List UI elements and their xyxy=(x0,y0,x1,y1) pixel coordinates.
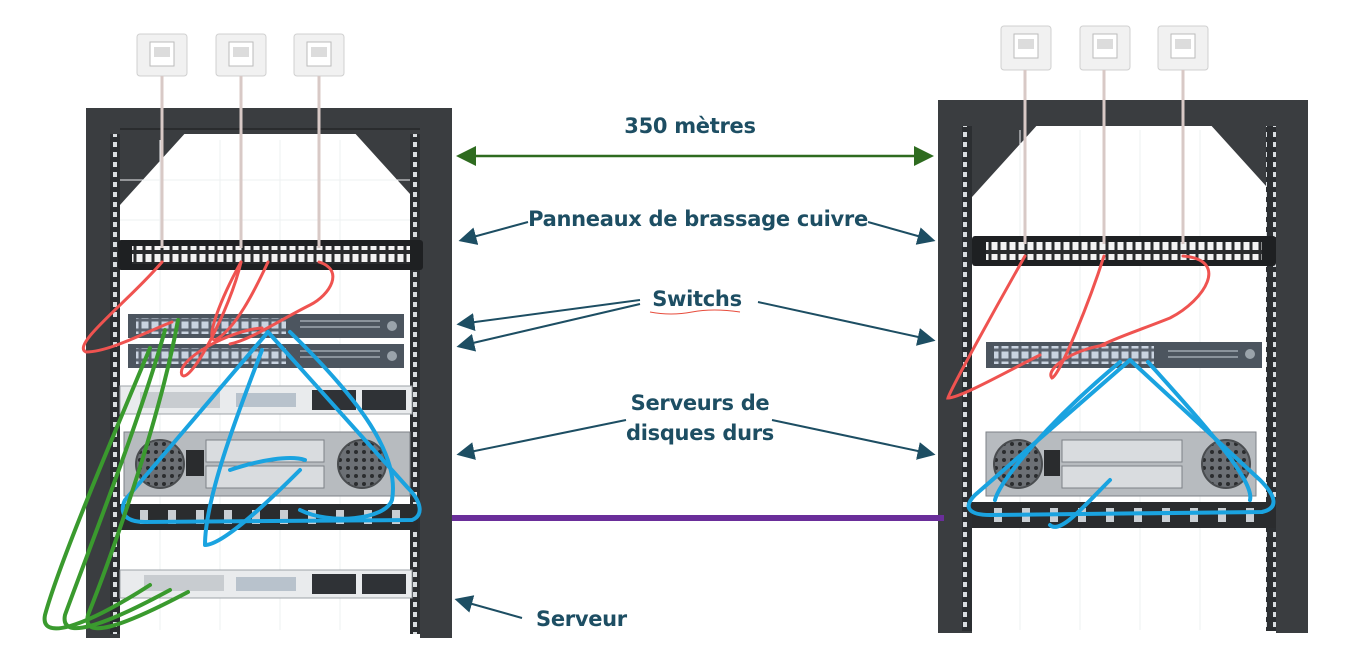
server-label: Serveur xyxy=(536,607,628,631)
storage-arrow-left xyxy=(456,419,627,460)
storage-arrow-right xyxy=(771,419,936,460)
server-rack-icon xyxy=(86,108,452,638)
storage-label-line2: disques durs xyxy=(626,421,774,445)
server-links-green xyxy=(42,318,190,631)
right-rack xyxy=(938,25,1308,633)
switch-arrow-left-2 xyxy=(456,303,641,352)
switches-label: Switchs xyxy=(652,287,742,311)
patch-panel-icon xyxy=(118,240,423,270)
wall-outlet-icon xyxy=(1157,25,1209,71)
wall-outlet-icon xyxy=(293,33,345,77)
spellcheck-underline xyxy=(649,309,741,315)
storage-links-blue xyxy=(120,330,422,547)
server-arrow xyxy=(454,595,523,619)
wall-outlet-icon xyxy=(1000,25,1052,71)
patch-cords-red xyxy=(946,254,1211,400)
storage-label-line1: Serveurs de xyxy=(631,391,770,415)
fiber-panel-icon xyxy=(120,504,418,530)
wall-outlet-icon xyxy=(215,33,267,77)
outlet-cables xyxy=(160,76,321,248)
storage-links-blue xyxy=(966,358,1276,529)
switch-arrow-left-1 xyxy=(456,299,641,332)
switch-arrow-right xyxy=(757,301,936,346)
distance-label: 350 mètres xyxy=(624,114,755,138)
patch-panel-arrow-right xyxy=(867,221,936,245)
patch-panel-label: Panneaux de brassage cuivre xyxy=(528,207,868,231)
rack-server-icon xyxy=(119,569,413,599)
server-rack-icon xyxy=(938,100,1308,633)
patch-panel-arrow-left xyxy=(458,221,529,245)
wall-outlet-icon xyxy=(136,33,188,77)
left-rack xyxy=(42,33,452,638)
patch-panel-icon xyxy=(972,236,1276,266)
storage-server-icon xyxy=(985,431,1257,497)
outlet-cables xyxy=(1023,70,1185,244)
patch-cords-red xyxy=(82,260,335,378)
wall-outlet-icon xyxy=(1079,25,1131,71)
